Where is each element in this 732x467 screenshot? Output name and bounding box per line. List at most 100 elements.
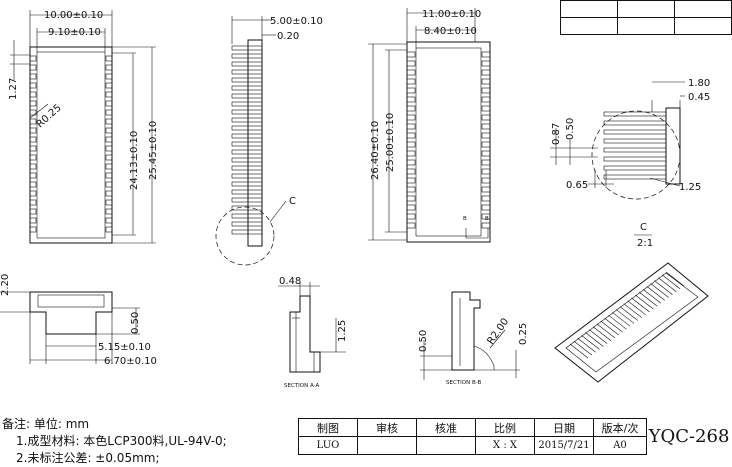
bottom-pin-right	[481, 168, 491, 175]
detail-pin	[603, 156, 667, 162]
top-pin-left	[29, 163, 37, 170]
dim-section-b-1: 0.50	[418, 330, 429, 352]
bottom-pin-left	[406, 159, 416, 166]
iso-pin	[589, 329, 608, 344]
top-pin-right	[105, 145, 113, 152]
bottom-pin-right	[481, 60, 491, 67]
side-pin	[231, 77, 263, 83]
side-pin	[231, 181, 263, 187]
top-pin-right	[105, 118, 113, 125]
bottom-pin-right	[481, 114, 491, 121]
dim-detail-6: 1.25	[679, 182, 701, 193]
iso-pin	[631, 297, 650, 313]
dim-end-width-inner: 5.15±0.10	[98, 342, 151, 353]
top-pin-left	[29, 118, 37, 125]
side-pin	[231, 117, 263, 123]
top-pin-left	[29, 82, 37, 89]
detail-c-label: C	[640, 222, 647, 233]
iso-pin	[642, 289, 662, 304]
top-pin-left	[29, 217, 37, 224]
bottom-view: 11.00±0.10 8.40±0.10 26.40±0.10 25.00±0.…	[368, 8, 491, 243]
top-pin-left	[29, 55, 37, 62]
bottom-pin-right	[481, 132, 491, 139]
top-view-outline	[29, 46, 113, 244]
side-view: 5.00±0.10 0.20 C	[215, 16, 323, 266]
top-pin-left	[29, 145, 37, 152]
revision-grid	[560, 0, 732, 35]
end-view: 2.20 0.50 5.15±0.10 6.70±0.10	[0, 274, 157, 367]
dim-side-thickness: 0.20	[277, 31, 299, 42]
section-a-label: SECTION A-A	[284, 383, 319, 389]
bottom-view-outline	[406, 41, 491, 243]
isometric-view	[554, 262, 709, 383]
bottom-pin-left	[406, 141, 416, 148]
top-view-pins-left	[29, 55, 37, 233]
bottom-pin-right	[481, 141, 491, 148]
iso-pin	[661, 274, 681, 290]
tb-header-version: 版本/次	[593, 418, 647, 437]
tb-header-drawn: 制图	[298, 418, 358, 437]
side-pin	[231, 173, 263, 179]
dim-section-b-2: R2.00	[485, 316, 511, 346]
iso-pin	[585, 332, 604, 347]
dim-detail-1: 1.80	[688, 78, 710, 89]
iso-pin	[627, 300, 646, 316]
side-pin	[231, 133, 263, 139]
notes-item-2: 2.未标注公差: ±0.05mm;	[16, 451, 160, 465]
bottom-pin-right	[481, 186, 491, 193]
side-pin	[231, 197, 263, 203]
dim-section-b-3: 0.25	[518, 323, 529, 345]
dim-section-a-1: 0.48	[279, 276, 301, 287]
dim-top-width-outer: 10.00±0.10	[44, 10, 103, 21]
detail-c-callout: C	[289, 196, 296, 207]
iso-pin	[577, 338, 596, 353]
bottom-pin-left	[406, 78, 416, 85]
isometric-pins	[569, 271, 685, 359]
detail-pin	[603, 147, 667, 153]
detail-pin	[603, 138, 667, 144]
bottom-pin-left	[406, 69, 416, 76]
dim-detail-4: 0.50	[565, 118, 576, 140]
dim-detail-5: 0.65	[566, 180, 588, 191]
bottom-pin-left	[406, 195, 416, 202]
part-number: YQC-268	[648, 426, 730, 447]
detail-pin	[603, 165, 667, 171]
detail-c-view: 1.80 0.45 0.87 0.50 0.65 1.25 C 2:1	[550, 78, 710, 249]
bottom-pin-left	[406, 132, 416, 139]
dim-bottom-width-outer: 11.00±0.10	[422, 9, 481, 20]
top-pin-left	[29, 208, 37, 215]
top-pin-right	[105, 55, 113, 62]
top-pin-right	[105, 100, 113, 107]
bottom-pin-right	[481, 177, 491, 184]
side-pin	[231, 93, 263, 99]
iso-pin	[638, 291, 658, 307]
iso-pin	[615, 309, 635, 324]
dim-side-width: 5.00±0.10	[270, 16, 323, 27]
top-pin-right	[105, 190, 113, 197]
section-b-view: 0.50 R2.00 0.25 SECTION B-B	[418, 291, 529, 386]
detail-pin	[603, 111, 667, 117]
dim-section-a-2: 1.25	[337, 320, 348, 342]
iso-pin	[646, 286, 665, 301]
side-pin	[231, 141, 263, 147]
side-pin	[231, 109, 263, 115]
top-pin-left	[29, 226, 37, 233]
bottom-pin-right	[481, 105, 491, 112]
section-b-marker-right: B	[485, 216, 489, 222]
bottom-pin-left	[406, 213, 416, 220]
iso-pin	[623, 303, 642, 318]
top-pin-right	[105, 208, 113, 215]
dim-detail-3: 0.87	[551, 123, 562, 145]
dim-bottom-width-inner: 8.40±0.10	[424, 26, 477, 37]
iso-pin	[654, 280, 673, 295]
bottom-pin-right	[481, 213, 491, 220]
dim-top-pitch: 1.27	[8, 78, 19, 100]
section-b-label: SECTION B-B	[446, 380, 482, 386]
tb-header-date: 日期	[534, 418, 594, 437]
top-pin-left	[29, 100, 37, 107]
top-pin-right	[105, 172, 113, 179]
bottom-pin-left	[406, 222, 416, 229]
top-pin-right	[105, 181, 113, 188]
side-view-body	[247, 39, 263, 247]
iso-pin	[581, 335, 600, 350]
